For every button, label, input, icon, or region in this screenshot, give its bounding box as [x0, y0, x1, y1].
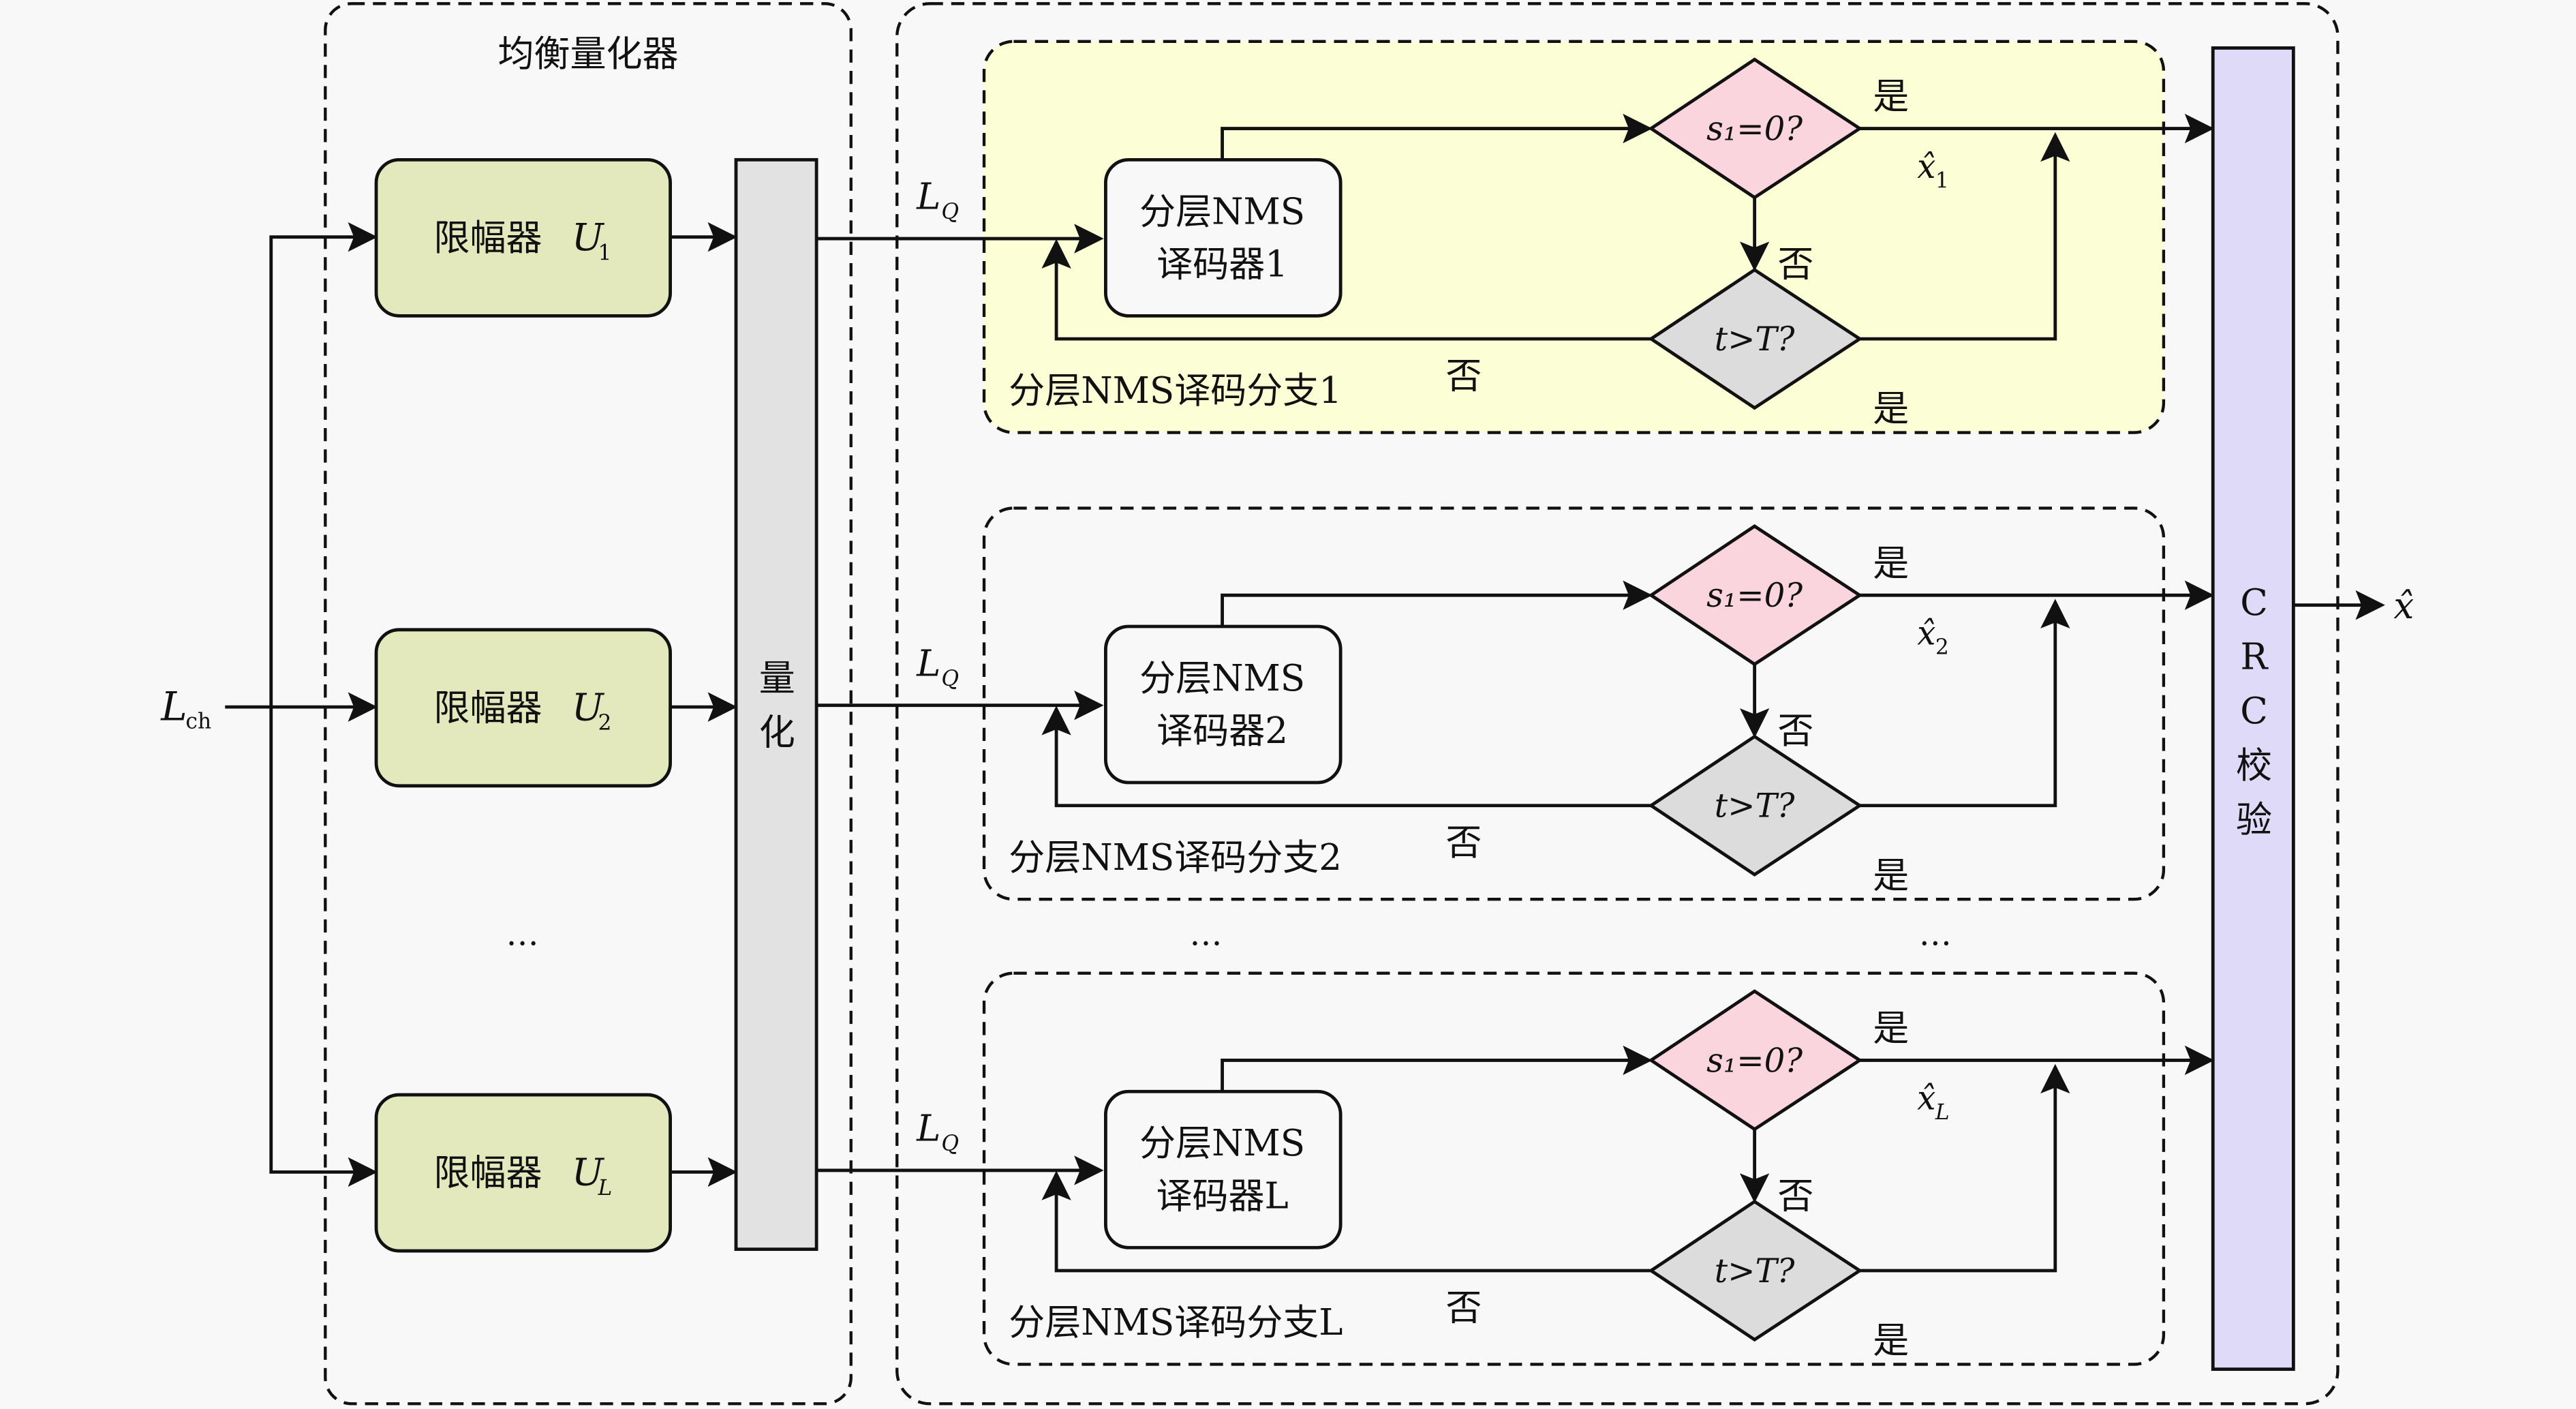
- syndrome-yes-label: 是: [1873, 76, 1909, 118]
- output-label: x̂: [2393, 585, 2414, 627]
- iteration-no-arrow: [1041, 239, 1651, 341]
- syndrome-check-label: s₁=0?: [1706, 110, 1803, 148]
- iteration-yes-arrow: [1859, 132, 2070, 341]
- iteration-no-arrow: [1041, 706, 1651, 808]
- limiter-var: U: [572, 216, 605, 260]
- iteration-yes-label: 是: [1873, 388, 1909, 430]
- input-arrow-L: [269, 707, 378, 1187]
- limiter-var: U: [572, 686, 605, 729]
- lq-sub: Q: [941, 667, 959, 691]
- quantizer-label-2: 化: [759, 712, 795, 754]
- syndrome-no-label: 否: [1777, 243, 1813, 286]
- quantizer-label-1: 量: [759, 657, 795, 699]
- limiter-ellipsis: …: [506, 915, 539, 954]
- decoder-block: [1103, 624, 1343, 785]
- crc-label-char: R: [2241, 636, 2269, 678]
- branch-title: 分层NMS译码分支L: [1009, 1301, 1343, 1344]
- iteration-no-label: 否: [1445, 821, 1482, 864]
- syndrome-check-label: s₁=0?: [1706, 577, 1803, 615]
- decoder-label-2: 译码器1: [1156, 243, 1288, 286]
- limiter-var: U: [572, 1151, 605, 1195]
- lq-label: L: [916, 176, 940, 218]
- equalizer-quantizer-title: 均衡量化器: [497, 33, 678, 75]
- decoder-block: [1103, 1089, 1343, 1249]
- decoder-label-2: 译码器L: [1156, 1175, 1288, 1217]
- xhat-label: x̂: [1917, 1080, 1935, 1118]
- decoder-panel: [895, 2, 2340, 1406]
- input-label: L ch: [160, 683, 211, 733]
- syndrome-no-label: 否: [1777, 710, 1813, 752]
- crc-label-char: 验: [2236, 798, 2272, 840]
- decoder-label-1: 分层NMS: [1139, 657, 1305, 699]
- decoder-to-syndrome-arrow: [1221, 1045, 1653, 1092]
- decoder-label-2: 译码器2: [1156, 710, 1288, 752]
- limiter-block-1: 限幅器 U1: [374, 157, 737, 318]
- quantizer-block: [734, 157, 818, 1252]
- svg-text:L: L: [160, 683, 187, 729]
- iteration-yes-arrow: [1859, 599, 2070, 808]
- branch-ellipsis-left: …: [1189, 915, 1222, 954]
- syndrome-check-label: s₁=0?: [1706, 1042, 1803, 1080]
- iteration-check-label: t>T?: [1715, 787, 1796, 825]
- decoder-label-1: 分层NMS: [1139, 190, 1305, 232]
- iteration-check-diamond: [1648, 1199, 1863, 1342]
- svg-text:ch: ch: [185, 709, 211, 733]
- limiter-label: 限幅器: [433, 217, 542, 259]
- lq-sub: Q: [941, 1132, 959, 1156]
- lq-label: L: [916, 1108, 940, 1150]
- iteration-check-label: t>T?: [1715, 1252, 1796, 1290]
- syndrome-yes-label: 是: [1873, 542, 1909, 584]
- iteration-no-arrow: [1041, 1170, 1651, 1273]
- xhat-sub: 2: [1935, 635, 1949, 660]
- lq-sub: Q: [941, 200, 959, 224]
- branch-title: 分层NMS译码分支2: [1009, 836, 1342, 879]
- decoder-to-syndrome-arrow: [1221, 113, 1653, 160]
- limiter-sub: 1: [598, 241, 612, 265]
- iteration-check-diamond: [1648, 734, 1863, 877]
- xhat-sub: L: [1935, 1100, 1950, 1125]
- limiter-label: 限幅器: [433, 1152, 542, 1194]
- iteration-yes-arrow: [1859, 1063, 2070, 1273]
- limiter-block-2: 限幅器 U2: [374, 628, 737, 788]
- lq-label: L: [916, 642, 940, 684]
- limiter-block-3: 限幅器 UL: [374, 1093, 737, 1253]
- decoder-block: [1103, 157, 1343, 318]
- equalizer-quantizer-group: [324, 2, 853, 1406]
- syndrome-no-label: 否: [1777, 1175, 1813, 1217]
- input-arrow-1: [269, 222, 378, 708]
- crc-check-block: [2211, 46, 2295, 1372]
- limiter-label: 限幅器: [433, 686, 542, 729]
- iteration-check-label: t>T?: [1715, 320, 1796, 359]
- syndrome-yes-label: 是: [1873, 1007, 1909, 1049]
- iteration-no-label: 否: [1445, 1286, 1482, 1329]
- branch-title: 分层NMS译码分支1: [1009, 369, 1342, 412]
- decoder-to-syndrome-arrow: [1221, 580, 1653, 626]
- iteration-no-label: 否: [1445, 354, 1482, 397]
- iteration-check-diamond: [1648, 267, 1863, 410]
- decoder-label-1: 分层NMS: [1139, 1122, 1305, 1164]
- crc-label-char: 校: [2236, 744, 2272, 787]
- crc-label-char: C: [2240, 581, 2268, 624]
- iteration-yes-label: 是: [1873, 1320, 1909, 1362]
- iteration-yes-label: 是: [1873, 854, 1909, 896]
- limiter-sub: L: [598, 1176, 613, 1200]
- xhat-label: x̂: [1917, 615, 1935, 653]
- xhat-sub: 1: [1935, 168, 1949, 193]
- limiter-sub: 2: [598, 711, 612, 736]
- branch-ellipsis-right: …: [1919, 915, 1952, 954]
- crc-label-char: C: [2240, 690, 2268, 732]
- xhat-label: x̂: [1917, 148, 1935, 186]
